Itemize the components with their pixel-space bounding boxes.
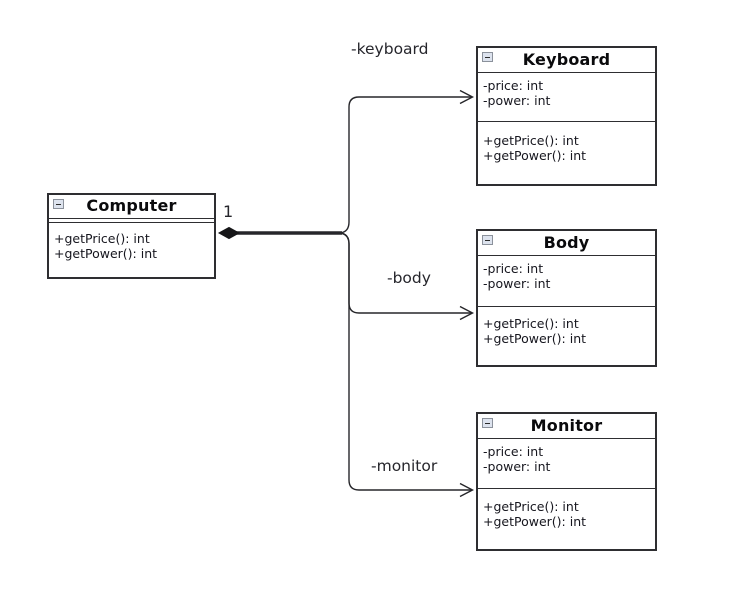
minus-glyph xyxy=(485,239,490,241)
attributes-compartment: -price: int -power: int xyxy=(478,439,655,489)
edge-computer-keyboard[interactable] xyxy=(339,89,475,234)
class-name: Monitor xyxy=(530,416,603,435)
class-title-computer: Computer xyxy=(49,195,214,219)
minus-glyph xyxy=(485,422,490,424)
class-box-monitor[interactable]: Monitor -price: int -power: int +getPric… xyxy=(476,412,657,551)
class-box-body[interactable]: Body -price: int -power: int +getPrice()… xyxy=(476,229,657,367)
collapse-icon[interactable] xyxy=(482,418,493,428)
attributes-compartment: -price: int -power: int xyxy=(478,73,655,122)
multiplicity-label: 1 xyxy=(223,202,234,221)
collapse-icon[interactable] xyxy=(53,199,64,209)
class-name: Keyboard xyxy=(522,50,611,69)
methods-compartment: +getPrice(): int +getPower(): int xyxy=(483,316,587,346)
edge-label-monitor: -monitor xyxy=(371,457,438,475)
edge-label-body: -body xyxy=(387,269,431,287)
composition-diamond xyxy=(217,226,241,240)
class-title-monitor: Monitor xyxy=(478,414,655,439)
class-title-body: Body xyxy=(478,231,655,256)
class-name: Body xyxy=(543,233,590,252)
minus-glyph xyxy=(56,203,61,205)
open-arrowhead-keyboard xyxy=(459,89,475,105)
collapse-icon[interactable] xyxy=(482,52,493,62)
class-box-keyboard[interactable]: Keyboard -price: int -power: int +getPri… xyxy=(476,46,657,186)
methods-compartment: +getPrice(): int +getPower(): int xyxy=(483,499,587,529)
minus-glyph xyxy=(485,56,490,58)
collapse-icon[interactable] xyxy=(482,235,493,245)
edge-label-keyboard: -keyboard xyxy=(351,40,429,58)
class-name: Computer xyxy=(86,196,177,215)
class-box-computer[interactable]: Computer +getPrice(): int +getPower(): i… xyxy=(47,193,216,279)
edge-computer-monitor[interactable] xyxy=(339,232,475,498)
class-title-keyboard: Keyboard xyxy=(478,48,655,73)
edge-trunk[interactable] xyxy=(217,226,342,240)
attributes-compartment xyxy=(49,219,214,223)
methods-compartment: +getPrice(): int +getPower(): int xyxy=(483,133,587,163)
methods-compartment: +getPrice(): int +getPower(): int xyxy=(54,231,158,261)
attributes-compartment: -price: int -power: int xyxy=(478,256,655,307)
open-arrowhead-monitor xyxy=(459,482,475,498)
open-arrowhead-body xyxy=(459,305,475,321)
